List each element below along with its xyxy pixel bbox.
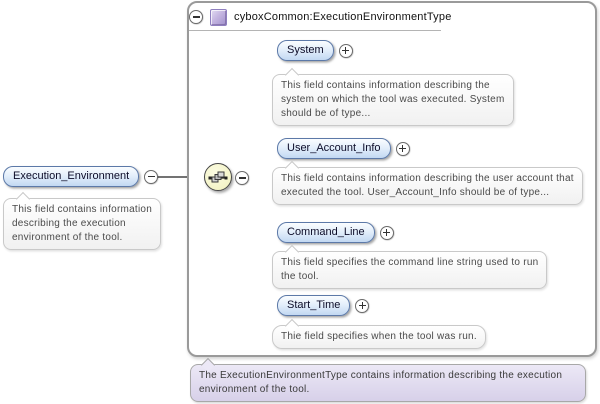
element-command-line[interactable]: Command_Line [277,222,375,243]
annotation-line: Thie field specifies when the tool was r… [281,331,477,342]
sequence-compositor[interactable] [204,163,232,191]
root-element-row: Execution_Environment [3,166,159,187]
sequence-icon [208,171,228,183]
child-element-row: System [277,40,353,61]
annotation-execution-environment: This field contains information describi… [3,191,162,250]
collapse-icon[interactable] [189,10,203,24]
annotation-line: should be of type... [281,108,371,119]
annotation-line: environment of the tool. [12,232,123,243]
annotation-line: This field contains information describi… [281,80,490,91]
type-documentation-note: The ExecutionEnvironmentType contains in… [190,357,586,402]
child-element-row: Start_Time [277,295,370,316]
element-start-time[interactable]: Start_Time [277,295,351,316]
annotation-line: This field contains information [12,204,153,215]
complex-type-title: cyboxCommon:ExecutionEnvironmentType [234,11,452,23]
element-user-account-info[interactable]: User_Account_Info [277,138,391,159]
annotation-line: This field contains information describi… [281,173,574,184]
annotation-line: the tool. [281,271,319,282]
collapse-icon[interactable] [235,171,249,185]
note-line: environment of the tool. [199,384,310,395]
element-system[interactable]: System [277,40,334,61]
annotation-line: system on which the tool was executed. S… [281,94,505,105]
child-element-row: Command_Line [277,222,394,243]
annotation-start-time: Thie field specifies when the tool was r… [272,318,486,349]
expand-icon[interactable] [355,298,370,313]
element-execution-environment[interactable]: Execution_Environment [3,166,140,187]
expand-icon[interactable] [379,225,394,240]
annotation-line: This field specifies the command line st… [281,257,539,268]
child-element-row: User_Account_Info [277,138,410,159]
annotation-system: This field contains information describi… [272,67,514,126]
annotation-line: executed the tool. User_Account_Info sho… [281,187,550,198]
complex-type-icon [210,8,227,26]
expand-icon[interactable] [395,141,410,156]
note-line: The ExecutionEnvironmentType contains in… [199,370,563,381]
collapse-icon[interactable] [144,169,159,184]
annotation-command-line: This field specifies the command line st… [272,244,548,289]
annotation-user-account-info: This field contains information describi… [272,160,583,205]
annotation-line: describing the execution [12,218,126,229]
expand-icon[interactable] [338,43,353,58]
header-divider [189,30,441,31]
complex-type-header: cyboxCommon:ExecutionEnvironmentType [189,7,452,27]
